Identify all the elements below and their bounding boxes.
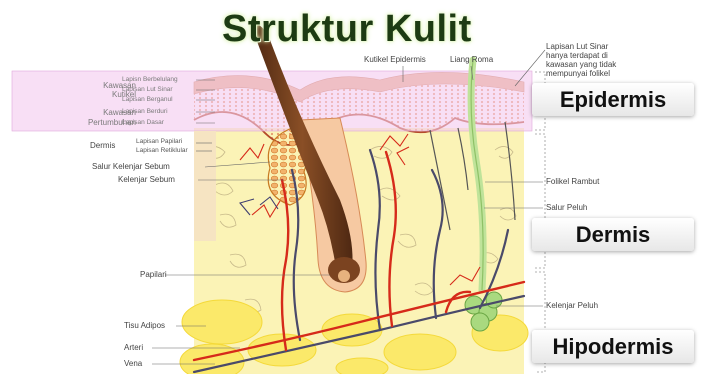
label-note-line-4: mempunyai folikel — [546, 69, 610, 78]
label-cuticle: Kutikel Epidermis — [364, 55, 426, 64]
label-papillary-layer: Lapisan Papilari — [136, 138, 182, 145]
label-dermis: Dermis — [90, 141, 115, 150]
label-reticular-layer: Lapisan Retiklular — [136, 147, 188, 154]
label-sublayer-1: Lapisn Berbelulang — [122, 76, 178, 83]
label-pore: Liang Roma — [450, 55, 493, 64]
label-sebum-duct: Salur Kelenjar Sebum — [92, 162, 170, 171]
label-note-line-1: Lapisan Lut Sinar — [546, 42, 608, 51]
label-artery: Arteri — [124, 343, 143, 352]
diagram-title: Struktur Kulit — [222, 8, 472, 51]
label-vein: Vena — [124, 359, 142, 368]
label-sublayer-2: Lapisan Lut Sinar — [122, 86, 173, 93]
label-adipose: Tisu Adipos — [124, 321, 165, 330]
dermis-layer-label: Dermis — [532, 218, 694, 251]
dermis-left-strip — [194, 131, 216, 241]
dermal-papilla — [338, 270, 350, 282]
label-note-line-3: kawasan yang tidak — [546, 60, 616, 69]
label-sublayer-5: Lapisan Dasar — [122, 119, 164, 126]
label-sweat-duct: Salur Peluh — [546, 203, 587, 212]
hypodermis-layer-label: Hipodermis — [532, 330, 694, 363]
label-papilla: Papilari — [140, 270, 167, 279]
label-note-line-2: hanya terdapat di — [546, 51, 608, 60]
label-follicle: Folikel Rambut — [546, 177, 599, 186]
epidermis-layer-label: Epidermis — [532, 83, 694, 116]
label-sublayer-3: Lapisan Berganul — [122, 96, 173, 103]
label-sublayer-4: Lapisan Berduri — [122, 108, 168, 115]
label-sebum-gland: Kelenjar Sebum — [118, 175, 175, 184]
label-sweat-gland: Kelenjar Peluh — [546, 301, 598, 310]
